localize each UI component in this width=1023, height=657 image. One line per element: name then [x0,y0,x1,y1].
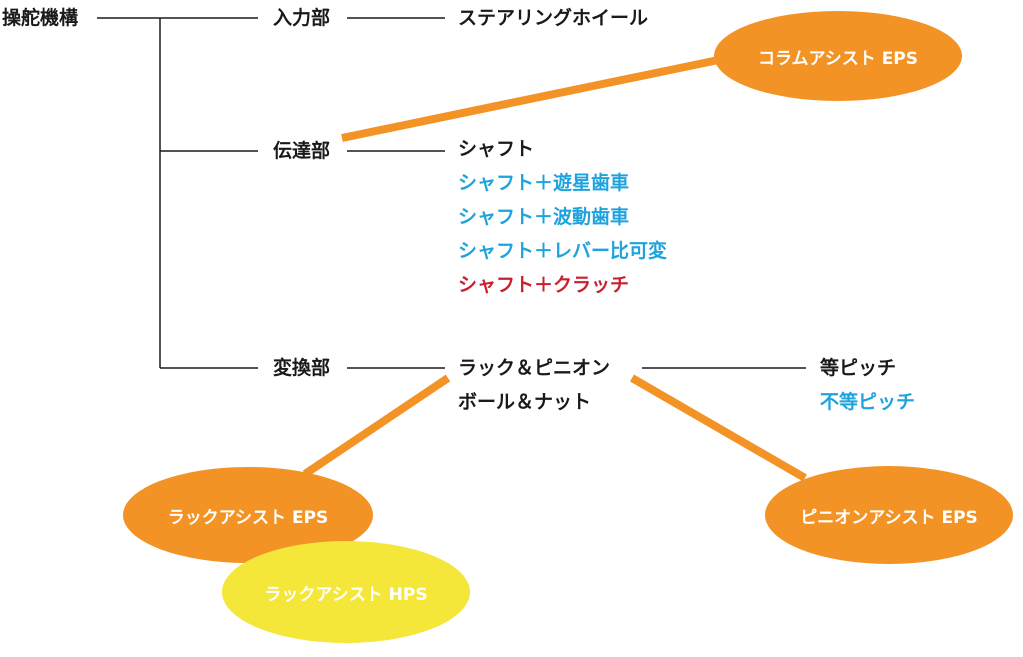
pitch-item-variable: 不等ピッチ [820,391,916,413]
input-item: ステアリングホイール [458,7,649,29]
transmission-item-harmonic: シャフト＋波動歯車 [458,206,630,228]
section-input-label: 入力部 [273,7,331,29]
rack-hps-label: ラックアシスト HPS [264,584,428,605]
pointer-pinion-eps [629,374,808,482]
transmission-item-clutch: シャフト＋クラッチ [458,274,630,296]
conversion-item-ball-nut: ボール＆ナット [458,391,592,413]
conversion-item-rack-pinion: ラック＆ピニオン [458,357,611,379]
pinion-eps-label: ピニオンアシスト EPS [800,507,978,528]
transmission-item-variable-ratio: シャフト＋レバー比可変 [458,240,668,262]
column-eps-label: コラムアシスト EPS [757,48,919,69]
section-conversion-label: 変換部 [273,357,331,379]
pinion-eps-ellipse: ピニオンアシスト EPS [765,466,1013,564]
rack-eps-label: ラックアシスト EPS [167,507,329,528]
transmission-item-shaft: シャフト [458,138,535,160]
pointer-column-eps [341,54,729,142]
section-transmission-label: 伝達部 [273,140,331,162]
pointer-rack-eps [302,374,451,478]
rack-hps-ellipse: ラックアシスト HPS [222,541,470,643]
root-label: 操舵機構 [2,7,79,29]
column-eps-ellipse: コラムアシスト EPS [714,11,962,101]
transmission-item-planetary: シャフト＋遊星歯車 [458,172,630,194]
pitch-item-constant: 等ピッチ [820,357,897,379]
